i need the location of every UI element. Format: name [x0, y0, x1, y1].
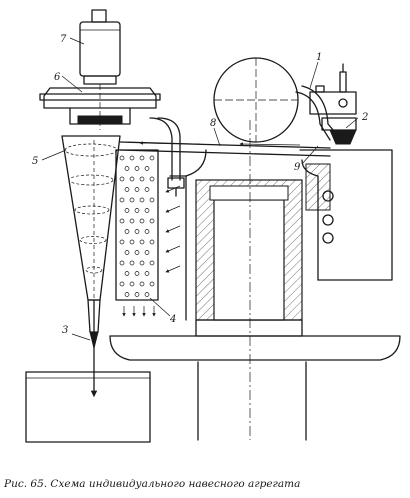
perforation-hole: [124, 187, 130, 192]
perforation-hole: [119, 260, 125, 266]
perforated-filter: [115, 149, 181, 317]
perforation-hole: [139, 155, 145, 161]
perforation-hole: [144, 271, 150, 276]
perforation-hole: [124, 292, 130, 297]
grinding-wheel: [213, 57, 299, 143]
perforation-hole: [149, 260, 155, 266]
perforation-hole: [149, 218, 155, 224]
perforation-hole: [129, 260, 135, 266]
fan-housing: [39, 84, 161, 130]
perforation-hole: [144, 229, 150, 234]
perforation-hole: [129, 218, 135, 224]
wheel-guard: [295, 63, 357, 145]
perforation-hole: [149, 155, 155, 161]
suction-duct: [119, 117, 331, 197]
perforation-hole: [134, 250, 140, 255]
callouts: 1 2 3 4 5 6 7 8 9: [32, 34, 368, 336]
machine-base: [109, 120, 401, 441]
figure-caption: Рис. 65. Схема индивидуального навесного…: [4, 478, 301, 490]
perforation-hole: [149, 176, 155, 182]
callout-9: 9: [294, 162, 301, 173]
perforation-hole: [134, 187, 140, 192]
perforation-hole: [149, 239, 155, 245]
perforation-hole: [119, 281, 125, 287]
cyclone-separator: [61, 135, 121, 301]
perforation-hole: [139, 176, 145, 182]
perforation-hole: [119, 176, 125, 182]
perforation-hole: [134, 208, 140, 213]
perforation-hole: [144, 166, 150, 171]
perforation-hole: [124, 271, 130, 276]
perforation-hole: [144, 250, 150, 255]
perforation-hole: [119, 197, 125, 203]
perforation-hole: [119, 155, 125, 161]
perforation-hole: [134, 229, 140, 234]
perforation-hole: [144, 187, 150, 192]
perforation-hole: [149, 281, 155, 287]
callout-8: 8: [210, 118, 216, 129]
leader-lines: [41, 37, 359, 341]
perforation-hole: [119, 239, 125, 245]
perforation-hole: [139, 281, 145, 287]
perforation-hole: [124, 166, 130, 171]
perforation-hole: [124, 250, 130, 255]
callout-3: 3: [62, 325, 68, 336]
callout-4: 4: [169, 314, 176, 325]
perforation-hole: [124, 208, 130, 213]
perforation-hole: [134, 166, 140, 171]
perforation-hole: [139, 197, 145, 203]
perforation-hole: [149, 197, 155, 203]
callout-5: 5: [32, 156, 38, 167]
perforation-hole: [124, 229, 130, 234]
perforation-hole: [129, 239, 135, 245]
callout-6: 6: [54, 72, 61, 83]
collection-bin: [25, 371, 151, 443]
perforation-hole: [129, 197, 135, 203]
perforation-hole: [129, 176, 135, 182]
outlet-nozzle: [87, 299, 101, 398]
perforation-hole: [139, 260, 145, 266]
perforation-hole: [139, 239, 145, 245]
perforation-hole: [134, 271, 140, 276]
callout-2: 2: [361, 112, 368, 123]
perforation-hole: [129, 155, 135, 161]
perforation-hole: [144, 292, 150, 297]
perforation-hole: [129, 281, 135, 287]
machine-column: [169, 149, 393, 321]
perforation-hole: [134, 292, 140, 297]
callout-7: 7: [60, 34, 67, 45]
perforation-hole: [119, 218, 125, 224]
callout-1: 1: [316, 52, 322, 63]
perforation-hole: [144, 208, 150, 213]
electric-motor: [79, 9, 121, 85]
perforation-hole: [139, 218, 145, 224]
